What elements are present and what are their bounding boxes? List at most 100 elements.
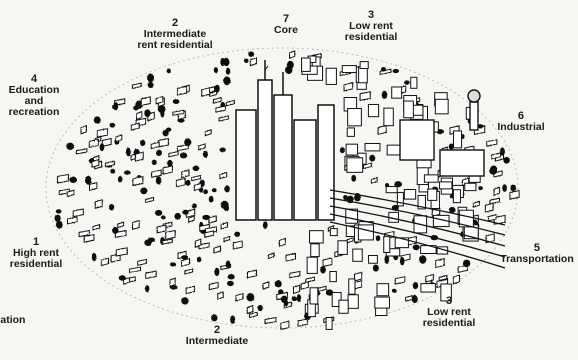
tree <box>182 210 189 215</box>
tree <box>156 176 162 184</box>
building <box>342 66 356 73</box>
building <box>440 182 452 189</box>
tree <box>382 91 388 99</box>
house <box>263 282 269 289</box>
tree <box>174 213 181 220</box>
tree <box>413 244 420 250</box>
tree <box>155 210 162 216</box>
house <box>131 123 139 130</box>
house <box>323 258 332 266</box>
building <box>326 318 332 330</box>
tree <box>181 255 188 259</box>
house <box>133 177 143 186</box>
house <box>249 312 257 317</box>
house <box>371 177 377 183</box>
building <box>392 87 402 98</box>
tree <box>478 186 483 190</box>
tree <box>234 231 240 236</box>
house <box>118 222 124 227</box>
house <box>214 246 221 253</box>
house <box>58 174 69 183</box>
tree <box>400 257 405 265</box>
building <box>365 143 380 150</box>
house <box>135 152 143 161</box>
house <box>195 239 200 247</box>
tree <box>56 221 63 229</box>
house <box>216 106 226 112</box>
building <box>411 77 417 88</box>
tree <box>119 275 126 280</box>
building <box>377 284 389 296</box>
tree <box>156 150 162 156</box>
zone-label-intermediate-bottom: 2 Intermediate <box>186 325 248 347</box>
building <box>348 295 358 309</box>
zone-text: eation <box>0 315 25 326</box>
zone-label-industrial: 6 Industrial <box>497 111 544 133</box>
building <box>349 279 355 294</box>
tree <box>373 264 379 271</box>
house <box>81 126 86 134</box>
building <box>368 104 378 116</box>
tree <box>85 176 91 185</box>
tree <box>209 196 214 203</box>
building <box>310 231 324 243</box>
tree <box>126 148 131 157</box>
house <box>490 198 500 204</box>
building <box>453 190 460 203</box>
building <box>348 109 362 126</box>
house <box>192 176 201 181</box>
house <box>137 112 142 120</box>
house <box>213 98 221 104</box>
tree <box>228 274 235 279</box>
tree <box>393 69 400 73</box>
house <box>132 83 141 88</box>
tree <box>297 294 301 302</box>
zone-text: Intermediate <box>186 336 248 347</box>
house <box>157 225 166 233</box>
building <box>359 67 368 83</box>
tree <box>170 262 176 266</box>
house <box>169 151 178 156</box>
tree <box>145 285 149 292</box>
tree <box>148 82 154 88</box>
house <box>73 209 83 217</box>
house <box>453 275 459 284</box>
tree <box>340 147 345 153</box>
house <box>182 170 189 178</box>
tree <box>287 61 294 69</box>
tree <box>55 215 61 222</box>
zone-text: Transportation <box>500 254 574 265</box>
house <box>247 270 256 278</box>
house <box>268 253 274 258</box>
building <box>302 58 311 71</box>
house <box>395 277 405 284</box>
house <box>236 294 243 301</box>
house <box>186 286 194 293</box>
tree <box>173 99 180 104</box>
tree <box>246 293 254 301</box>
tree <box>392 289 397 293</box>
house <box>290 271 300 277</box>
tree <box>226 261 231 269</box>
tree <box>224 185 230 192</box>
house <box>378 126 386 135</box>
tree <box>181 297 188 304</box>
tree <box>419 255 426 264</box>
tree <box>170 285 178 290</box>
house <box>226 100 234 105</box>
house <box>286 253 296 261</box>
building <box>435 99 448 114</box>
house <box>181 259 189 266</box>
building <box>307 257 317 273</box>
zone-text: Industrial <box>497 122 544 133</box>
house <box>146 271 156 278</box>
tree <box>223 76 230 85</box>
house <box>133 221 140 230</box>
tree <box>144 239 152 246</box>
building <box>384 237 390 253</box>
tree <box>140 140 145 146</box>
building <box>338 241 347 255</box>
zone-text: High rent residential <box>10 248 63 270</box>
building <box>358 225 373 240</box>
